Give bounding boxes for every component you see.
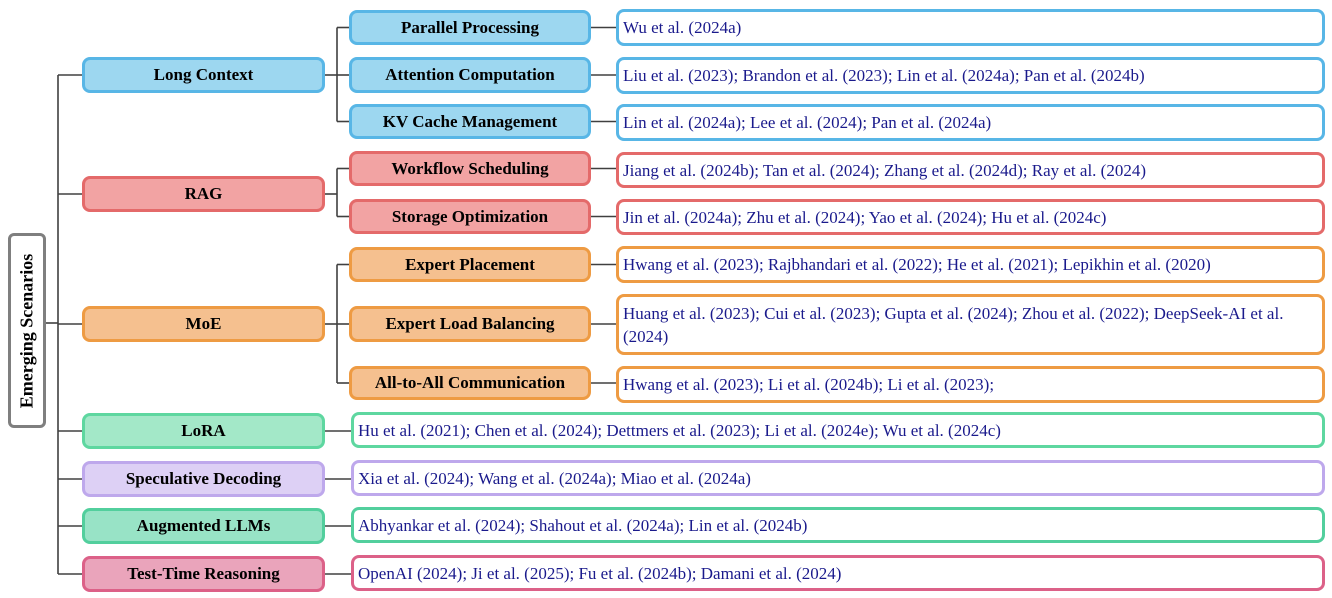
references-box-text: Jin et al. (2024a); Zhu et al. (2024); Y… [623,207,1107,227]
subcategory-box: All-to-All Communication [349,366,591,400]
references-box-text: Lin et al. (2024a); Lee et al. (2024); P… [623,113,992,132]
subcategory-box: KV Cache Management [349,104,591,139]
references-box-text: Xia et al. (2024); Wang et al. (2024a); … [358,468,751,488]
references-box-text: Liu et al. (2023); Brandon et al. (2023)… [623,66,1145,85]
category-box-text: Test-Time Reasoning [127,564,280,583]
subcategory-box: Attention Computation [349,57,591,93]
category-box: Augmented LLMs [82,508,325,544]
category-box-text: RAG [184,184,223,203]
subcategory-box-text: Storage Optimization [391,206,549,226]
references-box: Jiang et al. (2024b); Tan et al. (2024);… [616,152,1325,188]
references-box: Hu et al. (2021); Chen et al. (2024); De… [351,412,1325,448]
category-box-text: Augmented LLMs [136,516,271,535]
category-box: RAG [82,176,325,212]
category-box-text: MoE [185,314,222,333]
subcategory-box-text: Expert Placement [405,254,535,274]
category-box: LoRA [82,413,325,449]
references-box-text: Huang et al. (2023); Cui et al. (2023); … [623,303,1284,346]
subcategory-box-text: Parallel Processing [400,17,540,37]
references-box: Liu et al. (2023); Brandon et al. (2023)… [616,57,1325,94]
references-box: Abhyankar et al. (2024); Shahout et al. … [351,507,1325,543]
subcategory-box-text: All-to-All Communication [374,373,566,392]
root-label: Emerging Scenarios [16,253,37,408]
references-box-text: Abhyankar et al. (2024); Shahout et al. … [358,515,808,535]
subcategory-box-text: Expert Load Balancing [385,314,555,333]
references-box: OpenAI (2024); Ji et al. (2025); Fu et a… [351,555,1325,591]
references-box-text: Jiang et al. (2024b); Tan et al. (2024);… [623,160,1146,180]
category-box: Test-Time Reasoning [82,556,325,592]
references-box-text: OpenAI (2024); Ji et al. (2025); Fu et a… [358,563,842,583]
root-node: Emerging Scenarios [8,233,46,428]
references-box: Huang et al. (2023); Cui et al. (2023); … [616,294,1325,355]
subcategory-box: Expert Placement [349,247,591,282]
references-box: Hwang et al. (2023); Rajbhandari et al. … [616,246,1325,283]
category-box: MoE [82,306,325,342]
references-box: Hwang et al. (2023); Li et al. (2024b); … [616,366,1325,403]
category-box-text: Speculative Decoding [125,469,282,488]
subcategory-box-text: KV Cache Management [382,111,558,131]
subcategory-box: Storage Optimization [349,199,591,234]
subcategory-box: Expert Load Balancing [349,306,591,342]
subcategory-box: Parallel Processing [349,10,591,45]
category-box: Long Context [82,57,325,93]
references-box-text: Hwang et al. (2023); Li et al. (2024b); … [623,375,995,394]
category-box-text: LoRA [181,421,226,440]
subcategory-box-text: Workflow Scheduling [391,158,549,178]
references-box: Lin et al. (2024a); Lee et al. (2024); P… [616,104,1325,141]
references-box: Jin et al. (2024a); Zhu et al. (2024); Y… [616,199,1325,235]
category-box-text: Long Context [153,65,254,84]
references-box-text: Hu et al. (2021); Chen et al. (2024); De… [358,420,1001,440]
category-box: Speculative Decoding [82,461,325,497]
subcategory-box-text: Attention Computation [385,65,555,84]
references-box-text: Hwang et al. (2023); Rajbhandari et al. … [623,255,1211,274]
references-box-text: Wu et al. (2024a) [623,18,742,37]
references-box: Xia et al. (2024); Wang et al. (2024a); … [351,460,1325,496]
references-box: Wu et al. (2024a) [616,9,1325,46]
subcategory-box: Workflow Scheduling [349,151,591,186]
